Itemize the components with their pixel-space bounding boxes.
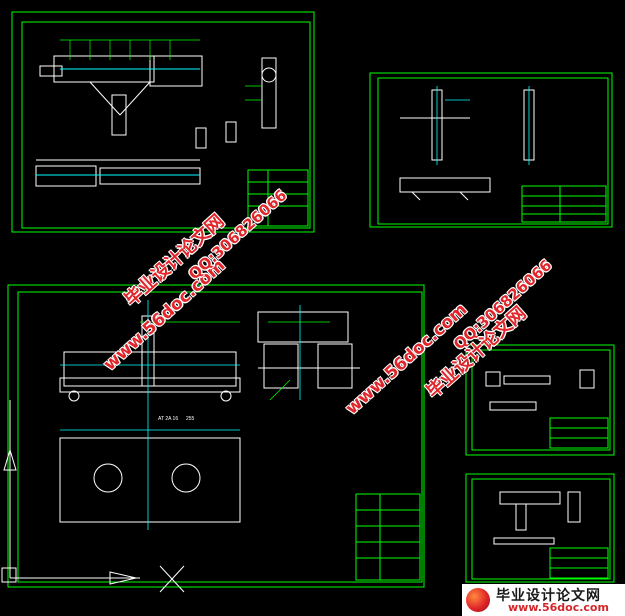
sheet-top-left-leaders xyxy=(60,39,262,101)
site-logo: 毕业设计论文网 www.56doc.com xyxy=(462,584,625,616)
dimension-label-left: AT 2A 16 xyxy=(158,416,178,422)
sheet-main-accent xyxy=(60,300,301,530)
sheet-top-left-parts xyxy=(35,55,277,187)
dimension-label-right: 255 xyxy=(186,416,195,422)
sheet-top-right xyxy=(369,72,613,228)
ucs-axis-icon xyxy=(1,400,185,593)
sheet-top-left xyxy=(11,11,315,233)
sheet-top-left-accent xyxy=(36,68,200,176)
sheet-top-right-parts xyxy=(399,89,535,201)
sheet-right-bottom xyxy=(465,473,615,583)
sheet-main-parts xyxy=(59,311,360,523)
sheet-right-bottom-parts xyxy=(493,491,581,545)
logo-title: 毕业设计论文网 xyxy=(496,588,601,604)
logo-url: www.56doc.com xyxy=(508,601,609,614)
sheet-right-middle xyxy=(465,344,615,456)
sheet-top-right-accent xyxy=(436,86,530,165)
sheet-main xyxy=(7,284,425,588)
globe-icon xyxy=(466,588,490,612)
sheet-main-leaders xyxy=(140,321,330,401)
sheet-right-middle-parts xyxy=(485,369,595,411)
